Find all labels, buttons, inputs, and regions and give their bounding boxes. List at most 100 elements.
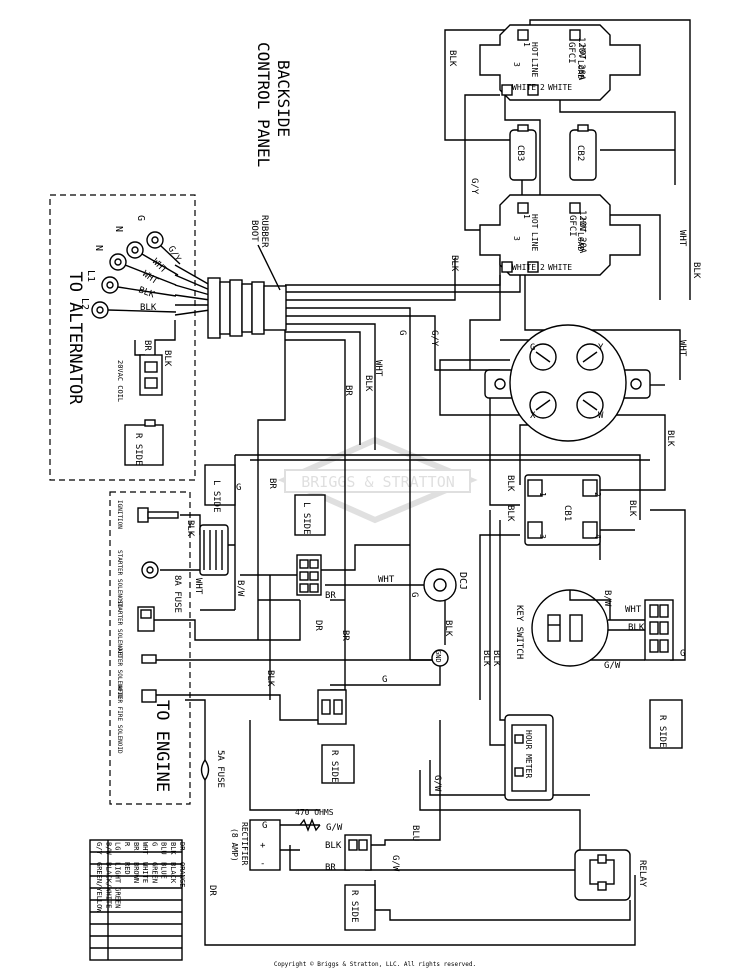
engine-section: TO ENGINE IGNITION STARTER SOLENOID STAR… xyxy=(109,491,229,805)
svg-text:120V 20A: 120V 20A xyxy=(577,210,587,254)
svg-text:WHT: WHT xyxy=(677,230,687,247)
legend-color-name: ORANGE xyxy=(178,862,186,887)
blk-label-alt: BLK xyxy=(162,350,172,367)
terminal-l2: L2 xyxy=(79,298,177,319)
l-side-plug-1: L SIDE xyxy=(204,464,236,513)
gnd-terminal: GND xyxy=(431,649,449,667)
engine-title: TO ENGINE xyxy=(152,700,172,792)
svg-text:BR: BR xyxy=(267,478,277,489)
breaker-cb3: CB3 xyxy=(509,124,537,181)
svg-text:WHT: WHT xyxy=(625,605,642,615)
svg-text:AFTER SOLENOID: AFTER SOLENOID xyxy=(116,648,123,699)
svg-text:HOT: HOT xyxy=(578,218,587,233)
legend-code: G xyxy=(150,842,158,846)
engine-boundary xyxy=(109,491,191,805)
svg-text:BLK: BLK xyxy=(185,520,195,537)
svg-text:HOUR METER: HOUR METER xyxy=(524,730,533,778)
fuse-5a: 5A FUSE xyxy=(200,750,225,788)
svg-text:LINE: LINE xyxy=(530,58,539,77)
svg-text:WHITE: WHITE xyxy=(548,263,572,272)
svg-text:WHT: WHT xyxy=(677,340,687,357)
svg-text:BLK: BLK xyxy=(691,262,701,279)
svg-text:X: X xyxy=(530,411,536,421)
legend-color-name: BLUE xyxy=(160,862,168,879)
svg-text:1: 1 xyxy=(522,214,531,219)
wire-labels: BLK G/Y BLK WHT BLK WHT BLK G/Y G WHT BL… xyxy=(185,50,701,896)
gfci-top: 120V 20A GFCI HOT HOT 1 LINE LOAD 3 WHIT… xyxy=(479,24,641,101)
svg-text:BLK: BLK xyxy=(363,375,373,392)
svg-text:BLK: BLK xyxy=(481,650,491,667)
legend-code: BLK xyxy=(169,842,177,855)
r-side-plug-alt xyxy=(124,424,164,466)
svg-text:CB1: CB1 xyxy=(562,505,572,521)
svg-text:2: 2 xyxy=(540,263,545,272)
alternator-title: TO ALTERNATOR xyxy=(65,271,85,405)
breaker-cb1: CB1 1 2 3 4 xyxy=(524,474,602,546)
legend-color-name: BLACK xyxy=(169,862,177,884)
svg-text:RECTIFIER: RECTIFIER xyxy=(240,822,249,866)
svg-text:WHITE: WHITE xyxy=(512,83,536,92)
legend-code: DR xyxy=(178,842,186,851)
svg-text:WHITE: WHITE xyxy=(548,83,572,92)
legend-color-name: BLACK/WHITE xyxy=(104,862,112,908)
svg-text:G: G xyxy=(530,343,535,353)
svg-text:B/W: B/W xyxy=(235,580,245,597)
legend-code: R xyxy=(123,842,131,847)
svg-text:G/Y: G/Y xyxy=(469,178,479,195)
svg-text:BR: BR xyxy=(325,863,336,873)
svg-text:R SIDE: R SIDE xyxy=(657,715,667,748)
svg-text:3: 3 xyxy=(512,62,521,67)
coil-connector xyxy=(139,354,163,396)
svg-text:DR: DR xyxy=(313,620,323,631)
color-legend: DRORANGEBLKBLACKBLUBLUEGGREENWHTWHITEBRB… xyxy=(89,839,186,961)
svg-text:WHT: WHT xyxy=(373,360,383,377)
breaker-cb2: CB2 xyxy=(569,124,597,181)
svg-text:GND: GND xyxy=(434,650,442,663)
svg-text:R SIDE: R SIDE xyxy=(329,750,339,783)
svg-text:G: G xyxy=(236,483,241,493)
svg-text:3: 3 xyxy=(512,236,521,241)
relay: RELAY xyxy=(574,849,647,901)
legend-color-name: GREEN xyxy=(150,862,158,883)
svg-text:G/W: G/W xyxy=(604,661,621,671)
legend-color-name: RED xyxy=(123,862,131,875)
svg-text:G: G xyxy=(680,649,685,659)
rectifier: G + - RECTIFIER (8 AMP) 470 OHMS xyxy=(230,808,372,871)
watermark-text: BRIGGS & STRATTON xyxy=(301,473,455,491)
svg-text:L2: L2 xyxy=(79,298,90,310)
svg-text:G: G xyxy=(262,821,267,831)
legend-code: BR xyxy=(132,842,140,851)
svg-text:AFTER FIRE SOLENOID: AFTER FIRE SOLENOID xyxy=(116,685,123,754)
svg-text:HOT: HOT xyxy=(578,45,587,60)
terminal-g: G xyxy=(135,215,181,265)
svg-text:CB2: CB2 xyxy=(575,145,585,161)
svg-text:G: G xyxy=(409,592,419,597)
svg-text:WHITE: WHITE xyxy=(512,263,536,272)
svg-text:1: 1 xyxy=(522,42,531,47)
legend-code: G/Y xyxy=(95,842,103,855)
legend-code: LG xyxy=(114,842,122,850)
terminal-n2: N xyxy=(93,245,177,286)
svg-text:HOT: HOT xyxy=(530,214,539,229)
svg-text:3: 3 xyxy=(538,534,547,539)
legend-color-name: LIGHT GREEN xyxy=(114,862,122,908)
svg-text:STARTER SOLENOID: STARTER SOLENOID xyxy=(116,550,123,608)
svg-text:BLK: BLK xyxy=(491,650,501,667)
svg-text:5A FUSE: 5A FUSE xyxy=(215,750,225,788)
svg-text:2: 2 xyxy=(540,83,545,92)
svg-text:G/W: G/W xyxy=(390,855,400,872)
svg-text:LINE: LINE xyxy=(530,232,539,251)
svg-text:(8 AMP): (8 AMP) xyxy=(230,828,239,862)
svg-text:CB3: CB3 xyxy=(515,145,525,161)
svg-text:BLK: BLK xyxy=(627,500,637,517)
legend-color-name: GREEN/YELLOW xyxy=(95,862,103,913)
key-switch: KEY SWITCH xyxy=(514,589,674,667)
svg-text:N: N xyxy=(93,245,104,251)
svg-text:470 OHMS: 470 OHMS xyxy=(295,808,334,817)
svg-text:LOAD: LOAD xyxy=(576,60,585,79)
svg-text:Y: Y xyxy=(598,343,604,353)
svg-text:BR: BR xyxy=(343,385,353,396)
svg-text:L SIDE: L SIDE xyxy=(211,480,221,513)
middle-connector xyxy=(296,554,322,596)
